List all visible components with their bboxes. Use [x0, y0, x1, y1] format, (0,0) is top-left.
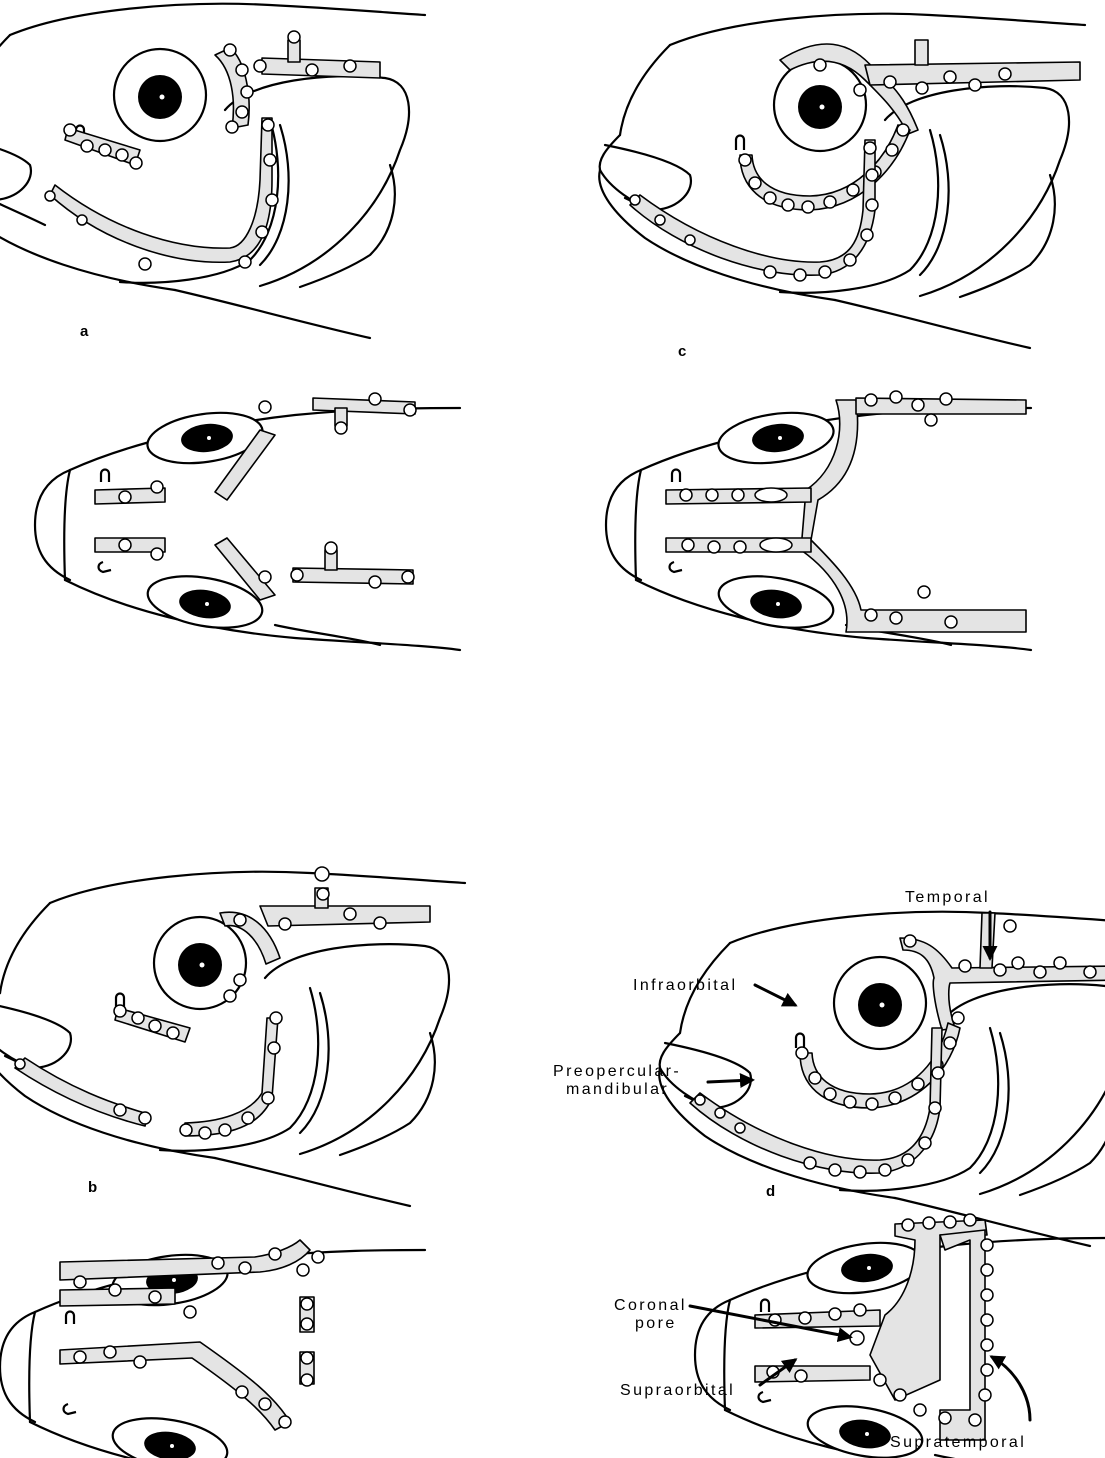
panel-label-d: d [766, 1183, 775, 1200]
panel-label-c: c [678, 343, 686, 360]
panel-a-lateral [0, 4, 425, 338]
arrow-preopercular [708, 1080, 752, 1082]
panel-b-lateral [0, 867, 465, 1206]
panel-c-lateral [599, 14, 1085, 348]
label-coronal-2: pore [635, 1315, 677, 1332]
panel-c-dorsal [606, 391, 1031, 650]
label-temporal: Temporal [905, 889, 990, 906]
panel-b-dorsal [0, 1240, 425, 1458]
panel-d-lateral [659, 912, 1105, 1246]
label-preopercular-1: Preopercular- [553, 1063, 681, 1080]
label-preopercular-2: mandibular [566, 1081, 669, 1098]
arrow-infraorbital [755, 985, 795, 1005]
panel-label-a: a [80, 323, 89, 340]
panel-d-dorsal [695, 1214, 1105, 1458]
label-infraorbital: Infraorbital [633, 977, 737, 994]
label-supratemporal: Supratemporal [890, 1434, 1026, 1451]
label-coronal-1: Coronal [614, 1297, 687, 1314]
panel-a-dorsal [35, 393, 460, 650]
panel-label-b: b [88, 1179, 97, 1196]
label-supraorbital: Supraorbital [620, 1382, 735, 1399]
arrow-supratemporal [992, 1357, 1030, 1420]
